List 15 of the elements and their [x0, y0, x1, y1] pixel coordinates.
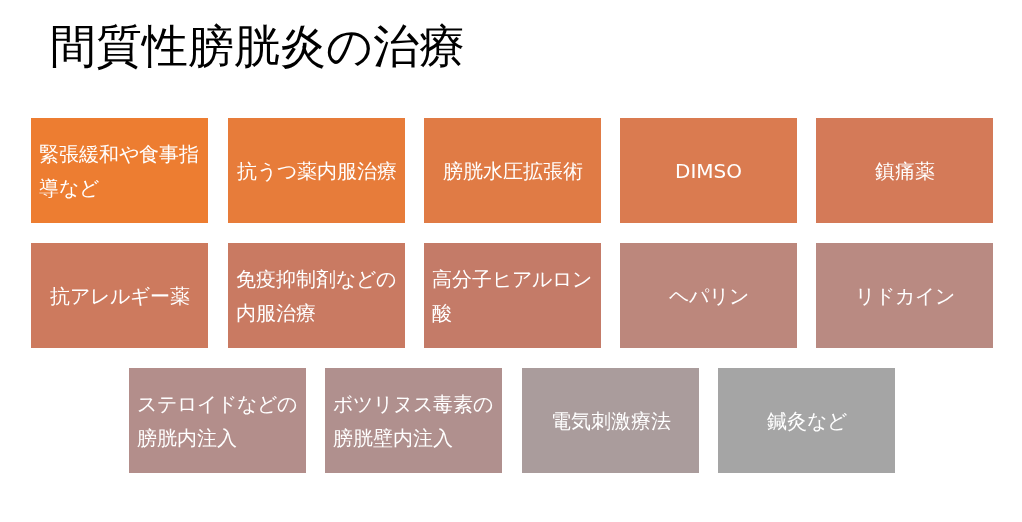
treatment-box: 免疫抑制剤などの内服治療 — [228, 243, 405, 348]
treatment-box: DIMSO — [620, 118, 797, 223]
treatment-box: ヘパリン — [620, 243, 797, 348]
treatment-box: 鍼灸など — [718, 368, 895, 473]
treatment-box: ステロイドなどの膀胱内注入 — [129, 368, 306, 473]
treatment-box: 鎮痛薬 — [816, 118, 993, 223]
treatment-box: 膀胱水圧拡張術 — [424, 118, 601, 223]
treatment-box: リドカイン — [816, 243, 993, 348]
treatment-box: 緊張緩和や食事指導など — [31, 118, 208, 223]
treatment-box: 抗アレルギー薬 — [31, 243, 208, 348]
treatment-box: 高分子ヒアルロン酸 — [424, 243, 601, 348]
treatment-box: ボツリヌス毒素の膀胱壁内注入 — [325, 368, 502, 473]
title: 間質性膀胱炎の治療 — [50, 18, 465, 75]
treatment-box: 電気刺激療法 — [522, 368, 699, 473]
treatment-box: 抗うつ薬内服治療 — [228, 118, 405, 223]
